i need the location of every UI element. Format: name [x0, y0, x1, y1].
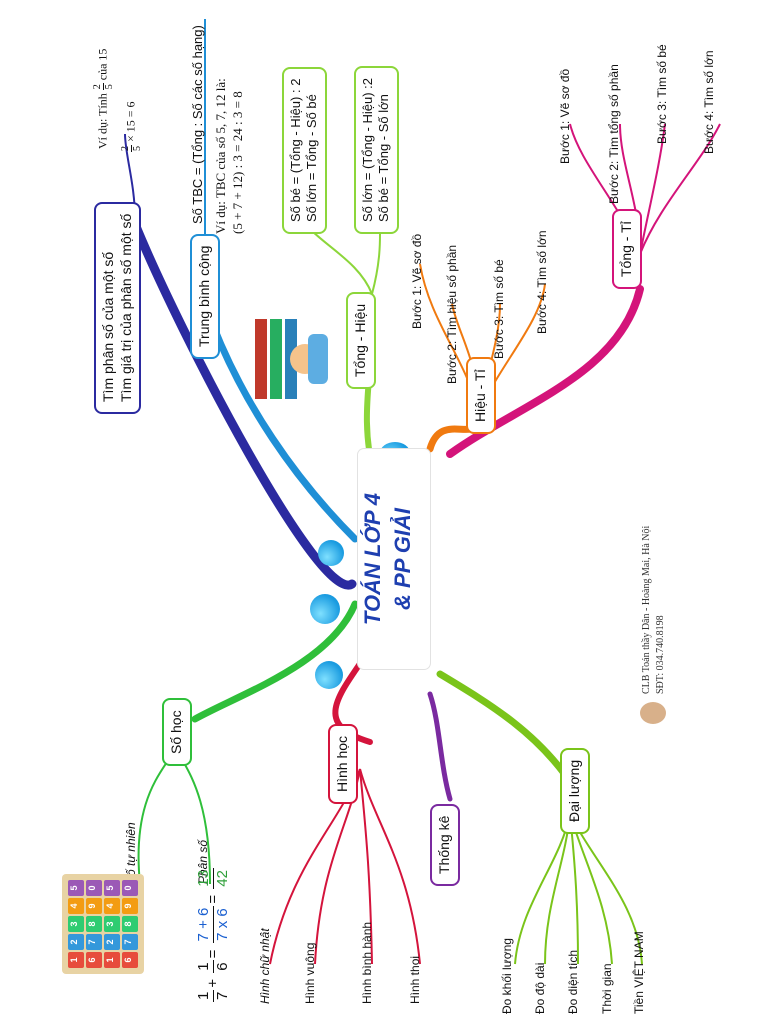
dai-luong-item-thoi-gian: Thời gian: [600, 963, 614, 1014]
puzzle-tile: 1: [104, 952, 120, 968]
dai-luong-item-tien: Tiền VIỆT NAM: [632, 931, 646, 1014]
footer-credit: CLB Toán thầy Dân - Hoàng Mai, Hà Nội SĐ…: [641, 525, 666, 694]
dai-luong-item-dien-tich: Đo diện tích: [566, 949, 580, 1014]
tong-ti-step2: Bước 2: Tìm tổng số phần: [607, 64, 621, 204]
node-tong-hieu[interactable]: Tổng - Hiệu: [346, 291, 376, 389]
puzzle-tile: 7: [122, 934, 138, 950]
branch-tbc: [201, 300, 359, 543]
student-illustration: [250, 314, 330, 404]
hinh-hoc-item-binh-hanh: Hình bình hành: [360, 921, 374, 1004]
puzzle-tile: 6: [122, 952, 138, 968]
puzzle-tile: 7: [86, 934, 102, 950]
puzzle-tile: 2: [104, 934, 120, 950]
node-so-hoc[interactable]: Số học: [162, 698, 192, 766]
node-tong-ti[interactable]: Tổng - Tỉ: [612, 209, 642, 289]
puzzle-tile: 5: [104, 880, 120, 896]
puzzle-tile: 5: [68, 880, 84, 896]
teacher-avatar-icon: [640, 702, 666, 724]
hieu-ti-step4: Bước 4: Tìm số lớn: [535, 230, 549, 334]
tong-ti-step1: Bước 1: Vẽ sơ đồ: [558, 68, 572, 164]
hinh-hoc-item-vuong: Hình vuông: [303, 942, 317, 1004]
phan-so-line1: Tìm phân số của một số: [100, 251, 116, 402]
hieu-ti-step3: Bước 3: Tìm số bé: [492, 259, 506, 359]
puzzle-tile: 8: [122, 916, 138, 932]
tbc-formula: Số TBC = (Tổng : Số các số hạng): [190, 25, 205, 224]
puzzle-tile: 3: [104, 916, 120, 932]
central-topic: TOÁN LỚP 4 & PP GIẢI: [358, 449, 430, 669]
puzzle-tile: 8: [86, 916, 102, 932]
puzzle-tile: 4: [68, 898, 84, 914]
bubble-decoration: [310, 594, 340, 624]
node-hinh-hoc[interactable]: Hình học: [328, 723, 358, 804]
puzzle-tile: 3: [68, 916, 84, 932]
central-title-line2: & PP GIẢI: [390, 508, 415, 610]
puzzle-tile: 4: [104, 898, 120, 914]
branch-phan-so: [130, 219, 357, 590]
puzzle-tile: 6: [86, 952, 102, 968]
puzzle-tile: 9: [86, 898, 102, 914]
phan-so-line2: Tìm giá trị của phân số một số: [117, 213, 134, 402]
tong-hieu-box2: Số lớn = (Tổng - Hiệu) :2 Số bé = Tổng -…: [354, 65, 399, 234]
number-puzzle-image: 1 2 3 4 5 6 7 8 9 0 1 2 3 4 5 6 7 8 9 0: [62, 874, 144, 974]
central-title-line1: TOÁN LỚP 4: [360, 492, 385, 626]
hinh-hoc-item-chu-nhat: Hình chữ nhật: [258, 928, 272, 1004]
bubble-decoration: [315, 661, 343, 689]
tong-hieu-box1: Số bé = (Tổng - Hiệu) : 2 Số lớn = Tổng …: [282, 66, 327, 234]
bubble-decoration: [318, 540, 344, 566]
node-thong-ke[interactable]: Thống kê: [430, 803, 460, 886]
tbc-example-line2: (5 + 7 + 12) : 3 = 24 : 3 = 8: [230, 91, 245, 234]
dai-luong-item-do-dai: Đo độ dài: [533, 962, 547, 1014]
puzzle-tile: 2: [68, 934, 84, 950]
tbc-example-line1: Ví dụ: TBC của số 5, 7, 12 là:: [213, 78, 228, 234]
branch-thong-ke: [427, 691, 453, 802]
node-dai-luong[interactable]: Đại lượng: [560, 747, 590, 834]
hinh-hoc-item-thoi: Hình thoi: [408, 955, 422, 1004]
puzzle-tile: 1: [68, 952, 84, 968]
branch-tong-ti: [446, 285, 644, 458]
branch-so-hoc: [191, 600, 359, 723]
puzzle-tile: 0: [86, 880, 102, 896]
node-trung-binh-cong[interactable]: Trung bình cộng: [190, 233, 220, 359]
dai-luong-item-khoi-luong: Đo khối lượng: [500, 938, 514, 1014]
puzzle-tile: 9: [122, 898, 138, 914]
node-phan-so[interactable]: Tìm phân số của một số Tìm giá trị của p…: [94, 201, 141, 414]
tong-ti-step4: Bước 4: Tìm số lớn: [702, 50, 716, 154]
branch-dai-luong: [436, 670, 579, 793]
puzzle-tile: 0: [122, 880, 138, 896]
tong-ti-step3: Bước 3: Tìm số bé: [655, 44, 669, 144]
node-hieu-ti[interactable]: Hiệu - Tỉ: [466, 357, 496, 434]
hieu-ti-step1: Bước 1: Vẽ sơ đồ: [410, 233, 424, 329]
hieu-ti-step2: Bước 2: Tìm hiệu số phần: [445, 244, 459, 384]
